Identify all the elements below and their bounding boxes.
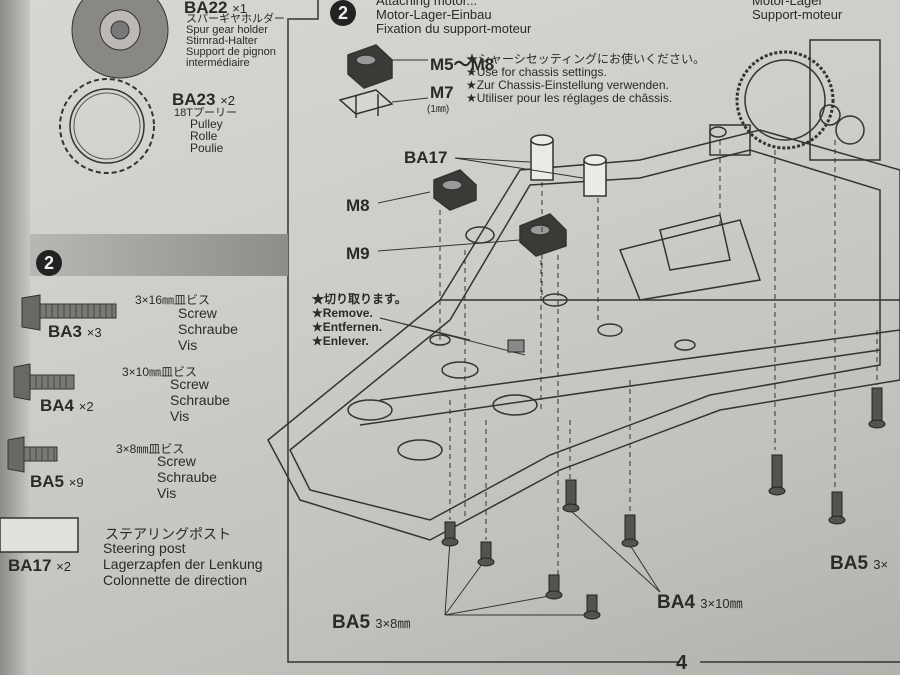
- step-heading-right: Motor-Lager Support-moteur: [752, 0, 843, 22]
- ba23-desc: Pulley Rolle Poulie: [190, 117, 224, 155]
- m5-m8-label: M5〜M8: [430, 55, 495, 74]
- m7-size: (1㎜): [427, 104, 450, 115]
- ba17-desc: Steering post Lagerzapfen der Lenkung Co…: [103, 540, 263, 588]
- remove-note: ★切り取ります。 ★Remove. ★Entfernen. ★Enlever.: [312, 292, 407, 348]
- ba5-right-callout: BA5 3×: [830, 553, 889, 574]
- page-number: 4: [676, 652, 688, 674]
- step-number-left: 2: [36, 250, 62, 276]
- ba3-size: 3×16㎜皿ビス: [135, 293, 211, 307]
- chassis-setting-note: ★シャーシセッティングにお使いください。 ★Use for chassis se…: [466, 52, 706, 105]
- m9-callout: M9: [346, 244, 370, 263]
- ba5-desc: Screw Schraube Vis: [157, 453, 217, 501]
- step-heading: Attaching motor... Motor-Lager-Einbau Fi…: [376, 0, 532, 36]
- ba3-desc: Screw Schraube Vis: [178, 305, 238, 353]
- step-bar: [30, 234, 288, 276]
- step-number-main: 2: [330, 0, 356, 26]
- m8-callout: M8: [346, 196, 370, 215]
- ba4-desc: Screw Schraube Vis: [170, 376, 230, 424]
- ba5-size: 3×8㎜皿ビス: [116, 442, 185, 456]
- ba17-code: BA17 ×2: [8, 556, 72, 575]
- ba17-callout: BA17: [404, 148, 448, 167]
- ba23-code: BA23 ×2: [172, 90, 236, 109]
- page-edge-shadow: [0, 0, 30, 675]
- ba4-bottom-callout: BA4 3×10㎜: [657, 592, 743, 613]
- ba17-jp: ステアリングポスト: [105, 526, 231, 542]
- ba5-code: BA5 ×9: [30, 472, 84, 491]
- ba23-jp: 18Tプーリー: [174, 107, 237, 119]
- ba22-desc: スパーギヤホルダー Spur gear holder Stirnrad-Halt…: [186, 13, 285, 69]
- ba4-size: 3×10㎜皿ビス: [122, 365, 198, 379]
- ba3-code: BA3 ×3: [48, 322, 102, 341]
- ba5-bottom-callout: BA5 3×8㎜: [332, 612, 411, 633]
- ba22-code: BA22 ×1: [184, 0, 248, 17]
- ba4-code: BA4 ×2: [40, 396, 94, 415]
- m7-label: M7: [430, 83, 454, 102]
